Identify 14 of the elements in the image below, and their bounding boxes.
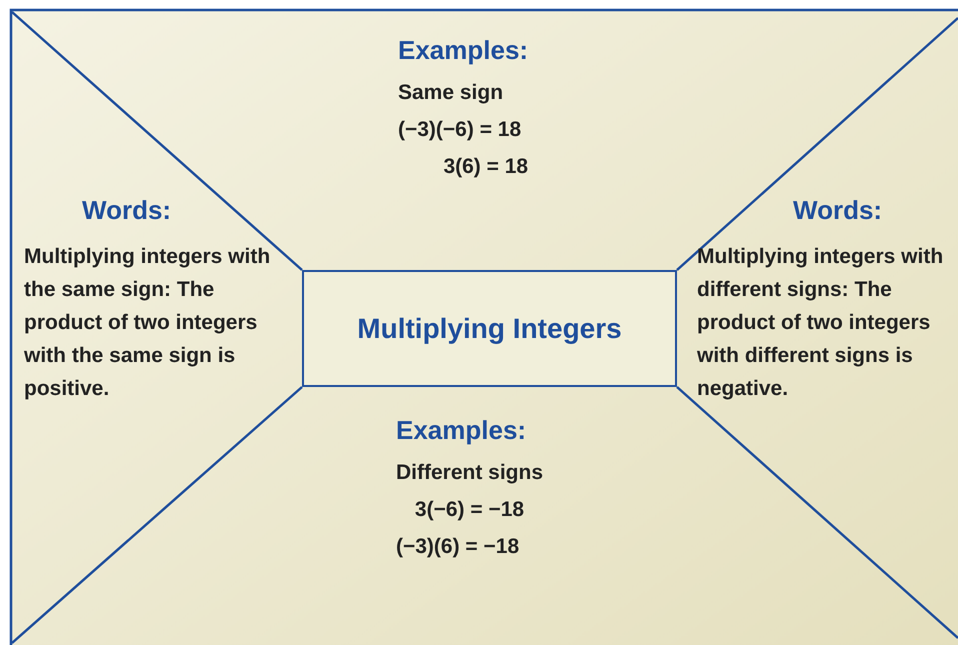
example-equation: 3(6) = 18 — [443, 154, 528, 180]
center-title: Multiplying Integers — [357, 312, 622, 344]
section-heading: Examples: — [398, 35, 528, 66]
example-equation: 3(−6) = −18 — [414, 497, 524, 523]
center-box — [302, 270, 677, 387]
section-heading: Words: — [82, 195, 172, 226]
example-caption: Different signs — [396, 460, 544, 486]
rule-text: Multiplying integers with the same sign: The product of two integers with the same sign is positive. — [24, 244, 272, 402]
example-equation: (−3)(−6) = 18 — [398, 117, 522, 143]
section-heading: Examples: — [396, 415, 526, 446]
section-heading: Words: — [793, 195, 882, 226]
example-caption: Same sign — [398, 80, 504, 106]
rule-text: Multiplying integers with different signs: The product of two integers with different signs is negative. — [697, 244, 944, 402]
example-equation: (−3)(6) = −18 — [396, 534, 520, 560]
